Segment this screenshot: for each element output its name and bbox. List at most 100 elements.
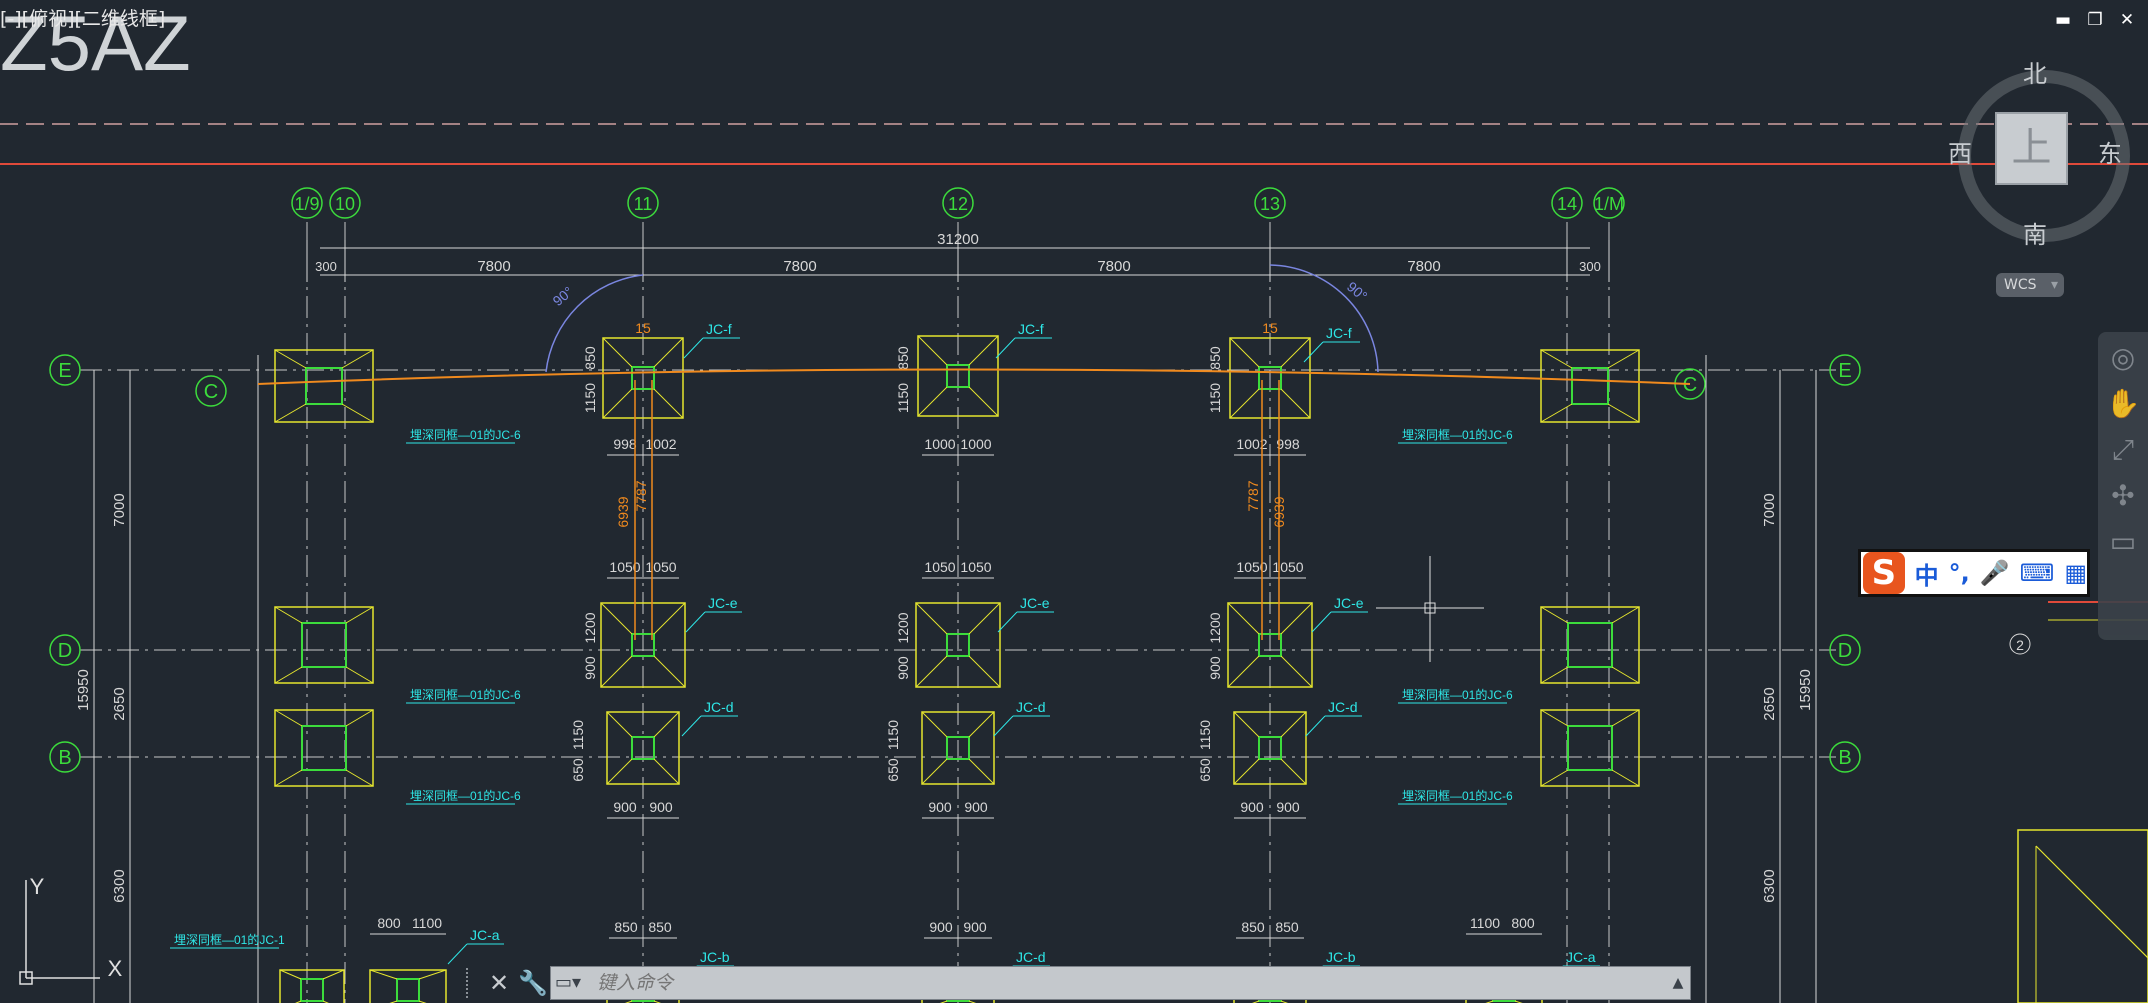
footing-jcd-slope <box>606 758 633 785</box>
footing-jce-slope <box>915 655 948 688</box>
angle-label: 90° <box>550 283 577 309</box>
tag-jce-leader <box>1311 611 1332 633</box>
footing-jca <box>369 969 447 1003</box>
footing-jc6-slope <box>1540 709 1569 727</box>
axis-bubble-row <box>1829 634 1861 666</box>
tag-jca: JC-a <box>470 927 500 943</box>
command-input-box[interactable]: ▭▾ ▲ <box>550 966 1691 1000</box>
dim-d-width2: 900 <box>963 919 987 935</box>
microphone-icon[interactable]: 🎤 <box>1979 559 2010 587</box>
viewcube-top-face[interactable]: 上 <box>1995 112 2068 185</box>
history-up-icon[interactable]: ▲ <box>1672 975 1684 991</box>
dim-a-width-r: 800 <box>1511 915 1535 931</box>
dim-text-total: 15950 <box>75 669 92 711</box>
full-navigation-wheel-icon[interactable]: ◎ <box>2110 341 2136 374</box>
dim-e-h: 900 <box>1207 656 1223 680</box>
tag-jcf: JC-f <box>706 321 732 337</box>
footing-jc6-slope <box>345 769 374 787</box>
footing-jc6-slope <box>1607 403 1640 423</box>
footing-jc6-pedestal <box>1567 622 1613 668</box>
close-icon[interactable]: ✕ <box>488 969 510 997</box>
dim-f-mid: 1000 <box>960 436 991 452</box>
minimize-button[interactable]: ▬ <box>2054 10 2072 30</box>
ucs-x-label: X <box>108 956 123 981</box>
footing-jce-slope <box>1227 602 1260 635</box>
ucs-y-label: Y <box>30 874 45 899</box>
tag-jcd-leader <box>993 715 1014 737</box>
tag-jcd: JC-d <box>1328 699 1358 715</box>
axis-bubble-row <box>1829 741 1861 773</box>
footing-jcf-slope <box>602 388 633 419</box>
footing-jc6-slope <box>1611 709 1640 727</box>
restore-button[interactable]: ❐ <box>2087 10 2103 30</box>
footing-jc6-slope <box>1611 769 1640 787</box>
axis-label-c: C <box>1683 374 1697 396</box>
ime-punctuation[interactable]: °, <box>1948 559 1970 587</box>
dim-f-h: 850 <box>1207 346 1223 370</box>
dim-f-left: 998 <box>613 436 637 452</box>
viewcube[interactable]: 北 南 东 西 上 <box>1946 52 2130 249</box>
showmotion-icon[interactable]: ▭ <box>2109 525 2137 558</box>
orbit-icon[interactable]: ✣ <box>2111 479 2135 512</box>
footing-jcd <box>1233 711 1307 785</box>
tag-jcf-leader <box>1303 341 1324 363</box>
ime-chinese-mode[interactable]: 中 <box>1914 561 1939 590</box>
axis-label-row: D <box>1838 640 1852 662</box>
dim-text-bay: 7800 <box>1097 258 1130 275</box>
drag-handle[interactable] <box>466 968 482 998</box>
dim-f-h: 1150 <box>1207 383 1223 413</box>
offset-label: 15 <box>1262 320 1278 336</box>
command-input[interactable] <box>595 971 1666 995</box>
footing-jcf-pedestal <box>1258 366 1282 390</box>
axis-bubble-col <box>627 187 659 219</box>
dim-text-total: 15950 <box>1797 669 1814 711</box>
tag-jca: JC-a <box>1566 949 1596 965</box>
close-button[interactable]: ✕ <box>2119 10 2135 30</box>
viewport-controls-label[interactable]: [-][俯视][二维线框] <box>0 8 166 30</box>
ime-toolbar: S 中 °, 🎤 ⌨ ▦ <box>1858 549 2090 597</box>
dim-f-h: 850 <box>582 346 598 370</box>
footing-jc6-pedestal <box>1571 367 1609 405</box>
zoom-icon[interactable]: ⤢ <box>2111 433 2135 466</box>
footing-jc6 <box>274 709 374 787</box>
footing-jc6-slope <box>345 606 374 624</box>
recent-commands-icon[interactable]: ▭▾ <box>555 972 582 993</box>
dim-text-bay: 7800 <box>1407 258 1440 275</box>
wcs-menu[interactable]: WCS▾ <box>1996 273 2064 297</box>
compass-west[interactable]: 西 <box>1948 140 1972 168</box>
footing-jcd-slope <box>653 711 680 738</box>
dim-d-width: 900 <box>964 799 988 815</box>
footing-jc6 <box>274 606 374 684</box>
footing-jcd-slope <box>968 758 995 785</box>
pan-icon[interactable]: ✋ <box>2105 387 2141 420</box>
footing-jcf-slope <box>653 388 684 419</box>
compass-east[interactable]: 东 <box>2098 140 2122 168</box>
dim-text-db: 2650 <box>1761 687 1778 720</box>
window-controls: ▬ ❐ ✕ <box>2054 10 2136 30</box>
axis-label-row: E <box>1838 360 1851 382</box>
footing-jc6-slope <box>274 403 307 423</box>
grid-menu-icon[interactable]: ▦ <box>2064 559 2087 587</box>
footing-jc6 <box>1540 349 1640 423</box>
keyboard-icon[interactable]: ⌨ <box>2019 559 2055 587</box>
dim-f-right: 998 <box>1276 436 1300 452</box>
tag-jcd: JC-d <box>1016 699 1046 715</box>
footing-jce-pedestal <box>946 633 970 657</box>
footing-jc1 <box>279 969 345 1003</box>
sogou-logo-icon[interactable]: S <box>1863 552 1905 594</box>
footing-jcf-slope <box>1280 388 1311 419</box>
footing-jc6-slope <box>1607 349 1640 369</box>
dim-b-width: 850 <box>1241 919 1265 935</box>
tag-jcf: JC-f <box>1326 325 1352 341</box>
compass-south[interactable]: 南 <box>2023 221 2047 249</box>
dim-tie-a: 6939 <box>1271 496 1287 527</box>
footing-jce <box>600 602 686 688</box>
tag-jce: JC-e <box>708 595 738 611</box>
compass-north[interactable]: 北 <box>2023 60 2047 88</box>
tag-jce-leader <box>997 611 1018 633</box>
note-jc6: 埋深同框—01的JC-6 <box>1402 687 1513 702</box>
footing-jc6-slope <box>1540 666 1569 684</box>
wrench-icon[interactable]: 🔧 <box>518 969 548 997</box>
tag-jce-leader <box>685 611 706 633</box>
